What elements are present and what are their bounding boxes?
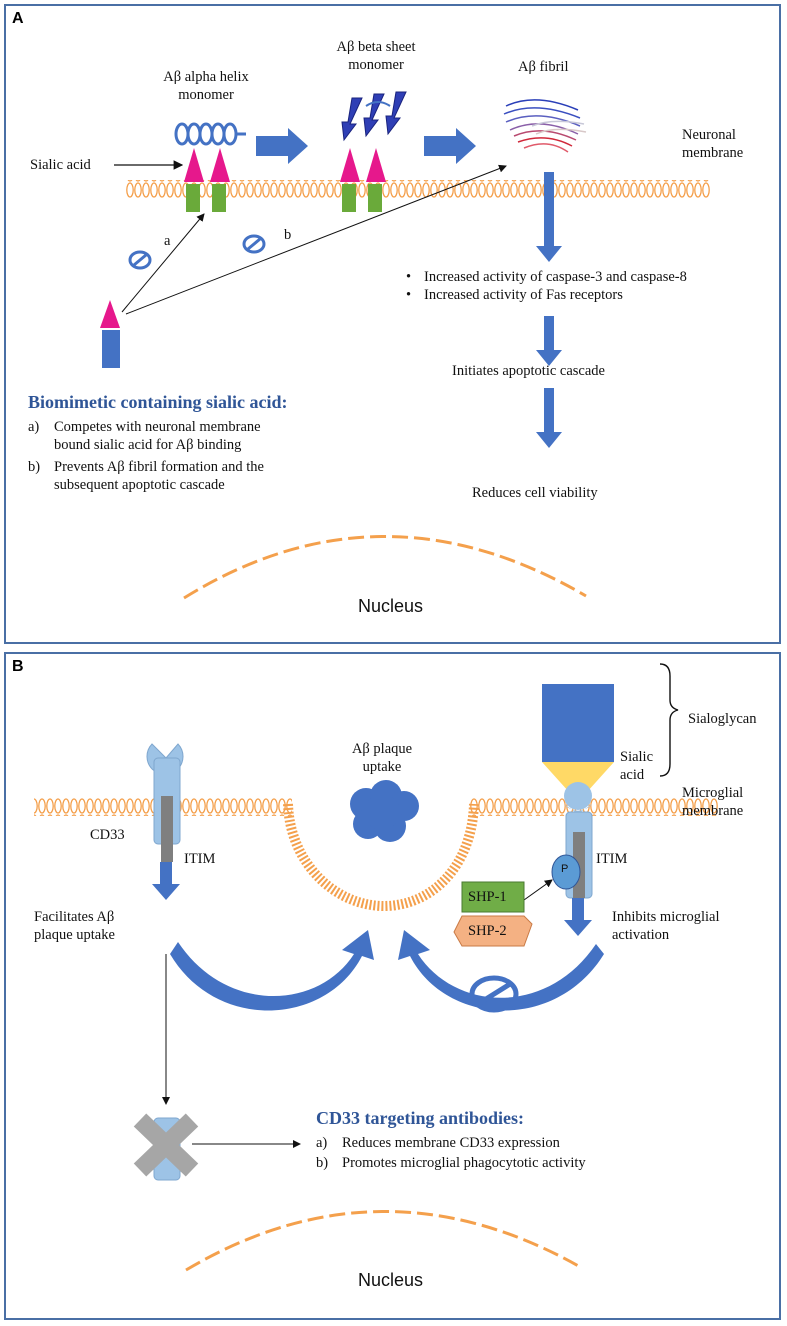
biomimetic-heading: Biomimetic containing sialic acid: [28,392,288,412]
inhibit-curved-arrow [398,930,604,1011]
inhibition-icon [128,250,152,270]
item-marker: b) [28,459,41,475]
shp-to-p-arrow [523,879,553,901]
facilitates-label-line1: Facilitates Aβ [34,909,115,925]
item-marker: b) [316,1155,329,1171]
item-text: Competes with neuronal membrane bound si… [54,418,261,454]
inhibition-icon [242,234,266,254]
panel-b: B Aβ plaque uptake Sialoglycan Sialic ac… [4,652,781,1320]
plaque-uptake-label: Aβ plaque uptake [332,740,432,776]
sialic-acid-label: Sialic acid [620,748,653,784]
pathway-down-arrows [536,172,562,448]
plaque-icon [350,780,419,842]
biomimetic-molecule-icon [100,300,120,368]
item-marker: a) [28,419,40,435]
microglial-membrane-label-line2: membrane [682,803,744,819]
membrane-anchors [184,148,386,212]
itim-label-left: ITIM [184,851,216,867]
microglial-membrane-label-line1: Microglial [682,785,744,801]
antibodies-item: a) Reduces membrane CD33 expression [316,1134,586,1152]
inhibition-icon [469,975,519,1013]
beta-sheet-label-line2: monomer [348,57,404,73]
panel-a-graphics [100,91,710,600]
nucleus-envelope [183,535,587,600]
inhibits-label: Inhibits microglial activation [612,908,720,944]
inhibits-label-line2: activation [612,927,670,943]
biomimetic-item: a) Competes with neuronal membrane bound… [28,418,264,454]
panel-letter: A [12,10,24,27]
shp2-label: SHP-2 [468,923,507,939]
progression-arrows [256,128,476,164]
item-text: Promotes microglial phagocytotic activit… [342,1155,586,1171]
sialoglycan-brace [659,663,679,777]
effect-item: Increased activity of Fas receptors [404,286,687,304]
cd33-label: CD33 [90,827,125,843]
phospho-icon [551,854,581,890]
microglial-membrane-right [470,798,718,816]
cd33-receptor-icon [146,743,184,862]
alpha-helix-label-line1: Aβ alpha helix [163,69,249,85]
panel-b-graphics [34,663,718,1272]
fibril-icon [503,99,587,153]
neuronal-membrane-label-line1: Neuronal [682,127,736,143]
biomimetic-item: b) Prevents Aβ fibril formation and the … [28,458,264,494]
item-text: Reduces membrane CD33 expression [342,1135,560,1151]
plaque-uptake-label-line2: uptake [362,759,402,775]
biomimetic-list: a) Competes with neuronal membrane bound… [28,418,264,494]
panel-letter: B [12,658,24,675]
item-line: Prevents Aβ fibril formation and the [54,459,264,475]
beta-sheet-icon [341,91,407,142]
reduces-viability-label: Reduces cell viability [472,485,598,501]
nucleus-label: Nucleus [358,596,424,616]
sialic-acid-label-line2: acid [620,767,645,783]
panel-a: A Aβ alpha helix monomer Aβ beta sheet m… [4,4,781,644]
neuronal-membrane-label: Neuronal membrane [682,126,743,162]
facilitates-label-line2: plaque uptake [34,927,115,943]
antibodies-list: a) Reduces membrane CD33 expression b) P… [316,1134,586,1172]
path-b-label: b [284,227,292,243]
phospho-label: P [561,863,569,875]
sialic-acid-label: Sialic acid [30,157,91,173]
item-line: Competes with neuronal membrane [54,419,261,435]
shp-icon [453,881,533,947]
item-text: Prevents Aβ fibril formation and the sub… [54,458,264,494]
plaque-uptake-label-line1: Aβ plaque [351,741,413,757]
alpha-helix-label-line2: monomer [178,87,234,103]
item-line: bound sialic acid for Aβ binding [54,437,242,453]
itim-label-right: ITIM [596,851,628,867]
path-a-label: a [164,233,171,249]
shp1-label: SHP-1 [468,889,507,905]
beta-sheet-label-line1: Aβ beta sheet [336,39,416,55]
facilitates-label: Facilitates Aβ plaque uptake [34,908,115,944]
item-line: subsequent apoptotic cascade [54,477,225,493]
neuronal-membrane-label-line2: membrane [682,145,744,161]
antibodies-item: b) Promotes microglial phagocytotic acti… [316,1154,586,1172]
effect-item: Increased activity of caspase-3 and casp… [404,268,687,286]
sialoglycan-label: Sialoglycan [688,711,757,727]
item-marker: a) [316,1135,328,1151]
neuronal-membrane [126,180,710,198]
alpha-helix-icon [174,122,246,146]
initiates-apoptotic-label: Initiates apoptotic cascade [452,363,605,379]
sialic-acid-label-line1: Sialic [620,749,654,765]
nucleus-envelope [185,1210,583,1272]
antibody-block-icon [133,1113,199,1181]
apoptosis-effects-list: Increased activity of caspase-3 and casp… [404,268,687,304]
microglial-membrane-label: Microglial membrane [682,784,743,820]
inhibits-label-line1: Inhibits microglial [612,909,720,925]
antibodies-heading: CD33 targeting antibodies: [316,1108,524,1128]
beta-sheet-label: Aβ beta sheet monomer [316,38,436,74]
signaling-down-arrows [152,862,592,936]
nucleus-label: Nucleus [358,1270,424,1290]
facilitate-curved-arrow [170,930,374,1011]
fibril-label: Aβ fibril [518,59,569,75]
path-b-arrow [125,164,507,315]
path-a-arrow [121,213,205,313]
alpha-helix-label: Aβ alpha helix monomer [140,68,272,104]
